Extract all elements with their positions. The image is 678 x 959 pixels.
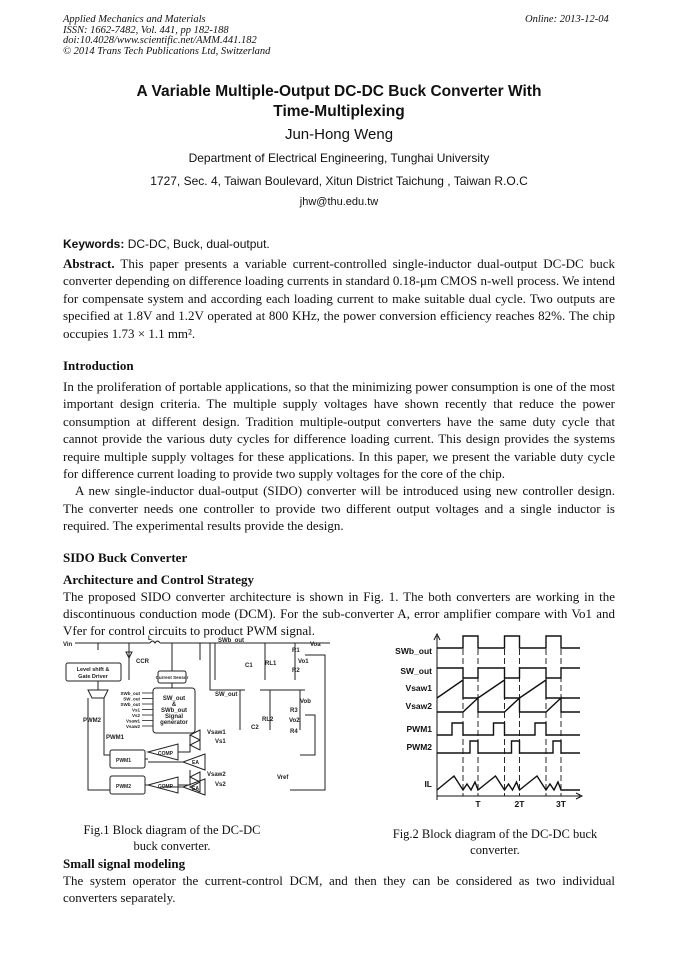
- email: jhw@thu.edu.tw: [299, 196, 379, 208]
- signal-label: PWM1: [407, 724, 433, 734]
- keywords: Keywords: DC-DC, Buck, dual-output.: [63, 236, 615, 253]
- journal-name: Applied Mechanics and Materials: [63, 14, 206, 25]
- label-signal-gen: SWb_out: [161, 708, 187, 714]
- body-text-flow: In the proliferation of portable applica…: [63, 378, 615, 639]
- signal-label: IL: [424, 779, 432, 789]
- label-r1: R1: [292, 648, 300, 654]
- generator-signal-label: SWb_out: [121, 702, 141, 707]
- label-ccr: CCR: [136, 659, 150, 665]
- label-ea: EA: [192, 786, 199, 792]
- paper-title: A Variable Multiple-Output DC-DC Buck Co…: [0, 82, 678, 122]
- time-tick-label: 3T: [556, 799, 567, 809]
- copyright: © 2014 Trans Tech Publications Ltd, Swit…: [63, 45, 271, 57]
- signal-label: SW_out: [400, 666, 432, 676]
- label-signal-gen: SW_out: [163, 696, 185, 702]
- abstract: Abstract. This paper presents a variable…: [63, 255, 615, 342]
- y-axis: [433, 632, 441, 800]
- architecture-paragraph: The proposed SIDO converter architecture…: [63, 588, 615, 638]
- label-pwm1-block: PWM1: [116, 758, 131, 764]
- label-vref: Vref: [277, 775, 289, 781]
- vsaw1-waveform: [436, 678, 580, 699]
- x-axis: [437, 792, 584, 800]
- label-vs2: Vs2: [215, 782, 226, 788]
- time-tick-label: 2T: [515, 799, 526, 809]
- signal-label: Vsaw2: [406, 701, 433, 711]
- generator-signal-label: SW_out: [123, 697, 140, 702]
- section-heading: Introduction: [63, 358, 134, 373]
- keywords-text: DC-DC, Buck, dual-output.: [124, 237, 270, 251]
- label-pwm1: PWM1: [106, 735, 125, 741]
- generator-signal-label: Vsaw2: [126, 724, 141, 729]
- sw-out-waveform: [437, 667, 580, 679]
- label-level-shift: Level shift &: [77, 667, 110, 673]
- abstract-text: This paper presents a variable current-c…: [63, 256, 615, 341]
- title-line: A Variable Multiple-Output DC-DC Buck Co…: [136, 83, 542, 100]
- address: 1727, Sec. 4, Taiwan Boulevard, Xitun Di…: [150, 174, 528, 188]
- figure-2-caption: Fig.2 Block diagram of the DC-DC buck co…: [392, 827, 598, 857]
- issn: ISSN: 1662-7482, Vol. 441, pp 182-188: [63, 24, 229, 36]
- label-ea: EA: [192, 760, 199, 766]
- online-date: Online: 2013-12-04: [525, 14, 609, 25]
- label-comp: COMP: [158, 751, 174, 757]
- pwm1-waveform: [437, 722, 580, 736]
- signal-label: Vsaw1: [406, 683, 433, 693]
- intro-paragraph-1: In the proliferation of portable applica…: [63, 379, 615, 482]
- label-vsaw1: Vsaw1: [207, 730, 226, 736]
- section-heading: SIDO Buck Converter: [63, 549, 188, 565]
- label-pwm2: PWM2: [83, 718, 102, 724]
- label-pwm2-block: PWM2: [116, 784, 131, 790]
- generator-signal-label: SWb_out: [121, 691, 141, 696]
- vsaw2-waveform: [437, 696, 580, 713]
- abstract-label: Abstract.: [63, 256, 115, 271]
- small-signal-paragraph: The system operator the current-control …: [63, 873, 615, 906]
- label-rl1: RL1: [265, 661, 277, 667]
- label-comp: COMP: [158, 784, 174, 790]
- label-gate-driver: Gate Driver: [78, 674, 109, 680]
- label-swb-out: SWb_out: [218, 638, 244, 644]
- label-vin: Vin: [63, 642, 73, 648]
- affiliation: Department of Electrical Engineering, Tu…: [188, 151, 490, 165]
- time-tick-label: T: [475, 799, 481, 809]
- doi: doi:10.4028/www.scientific.net/AMM.441.1…: [63, 35, 257, 46]
- signal-label: PWM2: [407, 742, 433, 752]
- generator-signal-label: Vs2: [132, 713, 141, 718]
- generator-signal-label: Vs1: [132, 708, 141, 713]
- generator-signal-label: Vsaw1: [126, 719, 141, 724]
- signal-label: SWb_out: [395, 646, 432, 656]
- label-signal-gen: &: [172, 702, 177, 708]
- keywords-label: Keywords:: [63, 237, 125, 251]
- label-voa: Voa: [310, 642, 321, 648]
- label-vsaw2: Vsaw2: [207, 772, 226, 778]
- il-waveform: [436, 774, 580, 792]
- label-r4: R4: [290, 729, 298, 735]
- label-vob: Vob: [300, 699, 311, 705]
- swb-out-waveform: [437, 635, 580, 649]
- pwm2-waveform: [437, 740, 580, 754]
- journal-header: Applied Mechanics and Materials ISSN: 16…: [63, 14, 271, 57]
- figure-1-caption: Fig.1 Block diagram of the DC-DC buck co…: [83, 823, 261, 853]
- label-current-sensor: Current Sensor: [156, 675, 189, 680]
- label-signal-gen: Signal: [165, 714, 183, 720]
- label-r2: R2: [292, 668, 300, 674]
- label-vo1: Vo1: [298, 659, 309, 665]
- label-l: L: [148, 636, 152, 642]
- label-r3: R3: [290, 708, 298, 714]
- intro-paragraph-2: A new single-inductor dual-output (SIDO)…: [63, 483, 615, 534]
- author: Jun-Hong Weng: [284, 126, 394, 143]
- label-vo2: Vo2: [289, 718, 300, 724]
- title-line: Time-Multiplexing: [273, 103, 405, 120]
- label-c2: C2: [251, 725, 259, 731]
- label-rl2: RL2: [262, 717, 274, 723]
- subsection-heading: Small signal modeling: [63, 856, 186, 871]
- label-c1: C1: [245, 663, 253, 669]
- subsection-heading: Architecture and Control Strategy: [63, 571, 255, 587]
- label-signal-gen: generator: [160, 720, 188, 726]
- label-sw-out: SW_out: [215, 692, 237, 698]
- label-vs1: Vs1: [215, 739, 226, 745]
